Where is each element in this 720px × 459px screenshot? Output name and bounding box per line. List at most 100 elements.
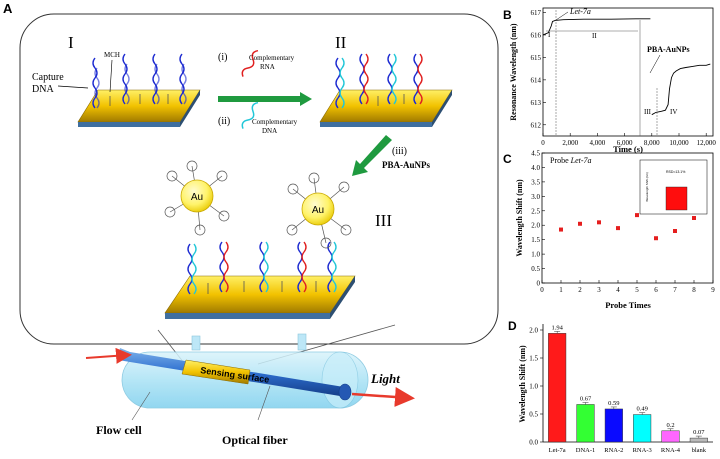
chip-stage-iii (164, 275, 356, 319)
d-bar-dna-1 (576, 404, 595, 443)
b-ytick-label: 617 (531, 9, 542, 17)
b-xtick-label: 10,000 (669, 139, 689, 147)
panel-c-inset: RSD=13.1% Wavelength Shift (nm) (639, 159, 708, 215)
c-xtick-label: 4 (616, 286, 620, 294)
light-label: Light (370, 371, 400, 386)
c-xtick-label: 3 (597, 286, 601, 294)
mch-pointer (109, 59, 113, 93)
optical-fiber-label: Optical fiber (222, 433, 288, 447)
hybrid-strands-ii (335, 53, 423, 109)
c-point (654, 236, 658, 241)
step-ii-line2: DNA (262, 127, 277, 135)
d-value-label: 0.67 (580, 395, 592, 402)
d-category-label: RNA-2 (604, 447, 623, 454)
region-iv-label: IV (670, 108, 677, 116)
inset-ylabel: Wavelength Shift (nm) (645, 172, 649, 202)
panel-c-plot-frame (541, 152, 714, 284)
panel-b-xlabel: Time (s) (613, 144, 643, 154)
c-xtick-label: 7 (673, 286, 677, 294)
c-xtick-label: 2 (578, 286, 582, 294)
c-ytick-label: 4.5 (531, 150, 540, 158)
c-xtick-label: 0 (540, 286, 544, 294)
c-point (673, 229, 677, 233)
c-point (559, 227, 563, 232)
capture-label-line1: Capture (32, 72, 64, 83)
c-ytick-label: 1.5 (531, 236, 540, 244)
b-ytick-label: 612 (531, 121, 542, 129)
region-i-label: I (548, 31, 551, 39)
c-xtick-label: 5 (635, 286, 639, 294)
optical-fiber (118, 348, 352, 401)
capture-label-pointer (57, 85, 89, 89)
annotation-let7a: Let-7a (569, 7, 591, 16)
b-ytick-label: 616 (531, 31, 542, 39)
c-xtick-label: 9 (711, 286, 715, 294)
d-value-label: 1.94 (551, 324, 563, 331)
step-i-line1: Complementary (249, 54, 295, 62)
b-xtick-label: 6,000 (617, 139, 633, 147)
c-point (692, 216, 696, 220)
hybrid-strands-iii (187, 241, 337, 295)
stage-ii-label: II (335, 33, 347, 52)
b-xtick-label: 0 (541, 139, 545, 147)
d-bar-blank (689, 437, 708, 443)
flow-cell-label: Flow cell (96, 423, 142, 437)
c-xtick-label: 6 (654, 286, 658, 294)
d-bar-let-7a (548, 333, 567, 443)
panel-a-letter: A (3, 1, 13, 16)
panel-d-ylabel: Wavelength Shift (nm) (518, 345, 527, 423)
panel-a: A I II III Capture DNA (3, 1, 499, 447)
au-label-2: Au (312, 205, 324, 216)
d-ytick-label: 0.5 (529, 411, 538, 419)
d-ytick-label: 1.0 (529, 383, 538, 391)
au-label-1: Au (191, 192, 203, 203)
panel-c-title: Probe Let-7a (550, 156, 592, 165)
step-ii-line1: Complementary (252, 118, 298, 126)
chip-stage-i (77, 89, 201, 127)
c-ytick-label: 4.0 (531, 164, 540, 172)
arrow-step-i-ii (218, 92, 312, 106)
d-value-label: 0.07 (693, 429, 705, 436)
light-in-arrow (85, 347, 132, 364)
c-ytick-label: 1.0 (531, 251, 540, 259)
b-series-line-2 (651, 63, 711, 116)
au-nanoparticle-2: Au (286, 172, 352, 249)
d-bar-rna-4 (661, 430, 680, 443)
d-ytick-label: 1.5 (529, 355, 538, 363)
panel-c-xlabel: Probe Times (605, 300, 651, 310)
region-ii-label: II (592, 32, 597, 40)
d-category-label: RNA-4 (661, 447, 681, 454)
au-nanoparticle-1: Au (164, 160, 230, 236)
c-xtick-label: 8 (692, 286, 696, 294)
step-ii-num: (ii) (218, 116, 230, 127)
b-xtick-label: 2,000 (562, 139, 578, 147)
step-i-line2: RNA (260, 63, 275, 71)
annotation-pba: PBA-AuNPs (647, 45, 690, 54)
step-iii-num: (iii) (392, 146, 407, 157)
c-ytick-label: 0 (537, 280, 541, 288)
c-point (635, 213, 639, 218)
b-ytick-label: 614 (531, 76, 542, 84)
panel-d-letter: D (508, 319, 517, 333)
c-ytick-label: 2.5 (531, 207, 540, 215)
panel-c-ylabel: Wavelength Shift (nm) (515, 179, 524, 257)
stage-i-label: I (68, 33, 74, 52)
dna-strand-icon (241, 101, 259, 129)
c-ytick-label: 3.5 (531, 178, 540, 186)
inset-bar (665, 186, 688, 211)
d-ytick-label: 0.0 (529, 439, 538, 447)
optical-fiber-pointer (257, 385, 271, 421)
d-value-label: 0.49 (636, 406, 647, 413)
light-out-arrow (351, 386, 415, 407)
b-xtick-label: 12,000 (697, 139, 717, 147)
mch-label: MCH (104, 51, 120, 59)
inset-label: RSD=13.1% (666, 170, 685, 174)
arrow-step-iii (352, 135, 392, 176)
step-i-num: (i) (218, 52, 227, 63)
c-xtick-label: 1 (559, 286, 563, 294)
c-ytick-label: 0.5 (531, 265, 540, 273)
capture-dna-strands-i (92, 53, 187, 109)
